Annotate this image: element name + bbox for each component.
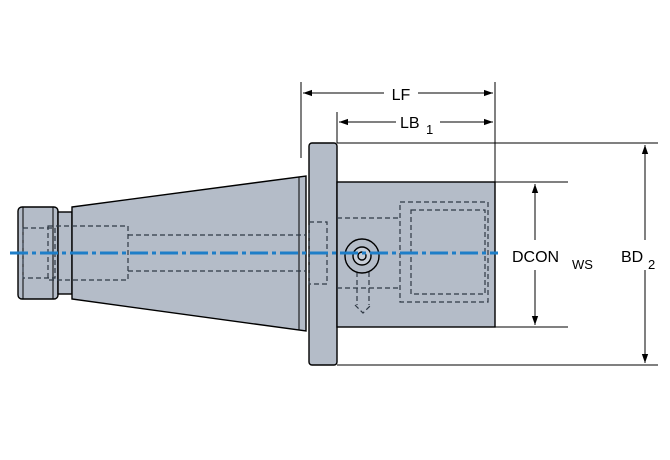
dimension-lines <box>300 82 658 366</box>
side-screw <box>344 238 380 274</box>
dcon-label: DCON <box>512 249 559 266</box>
bd2-subscript: 2 <box>648 257 655 272</box>
lf-label: LF <box>392 87 411 104</box>
bd2-label: BD <box>621 249 643 266</box>
dcon-subscript: WS <box>572 257 593 272</box>
taper-cone <box>71 175 307 332</box>
lb1-label: LB <box>400 115 420 132</box>
lb1-subscript: 1 <box>426 122 433 137</box>
